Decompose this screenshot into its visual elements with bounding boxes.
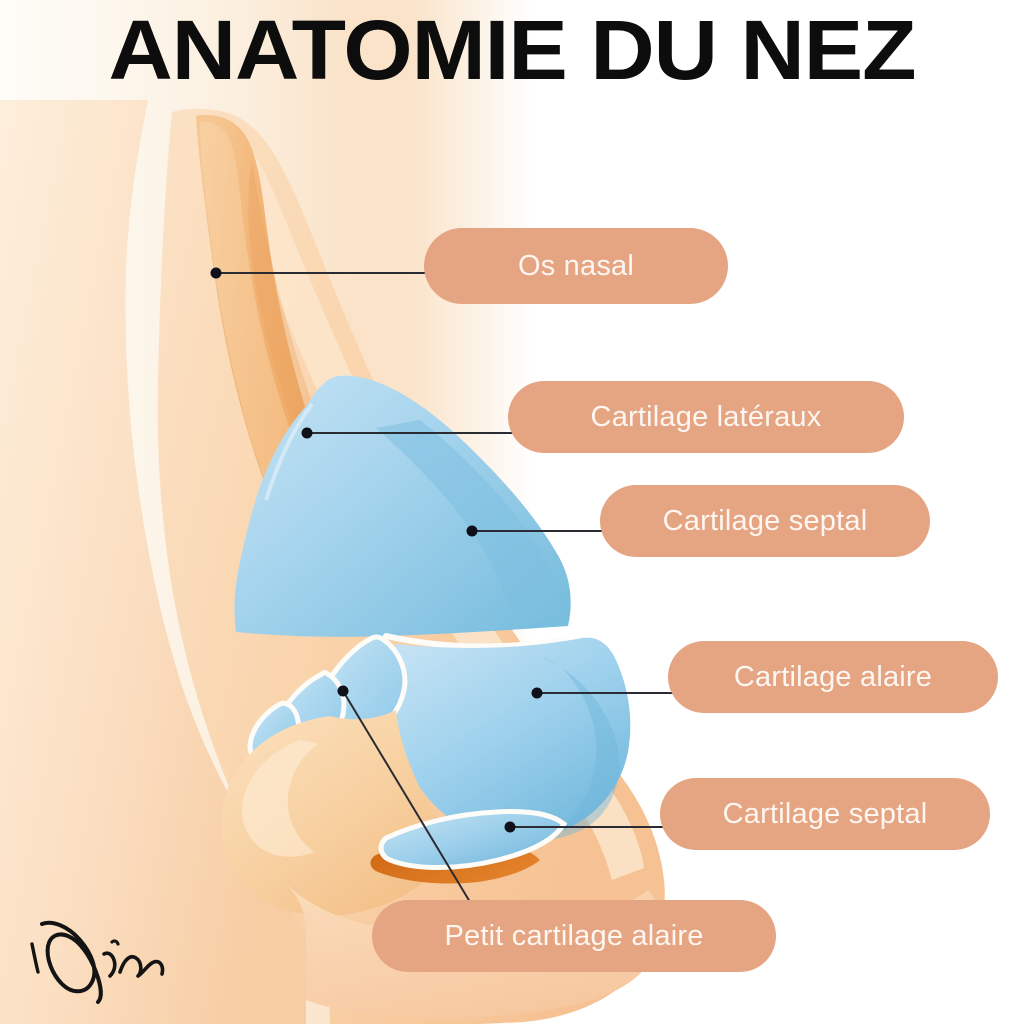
nose-tip-highlight xyxy=(242,740,318,857)
lateral-cartilage-shading xyxy=(376,420,562,626)
alar-cartilage xyxy=(386,637,631,840)
leader-cartilage-septal-upper xyxy=(466,525,620,537)
page-title: ANATOMIE DU NEZ xyxy=(108,3,917,97)
lateral-and-septal-cartilage xyxy=(234,375,571,637)
label-text-petit-cartilage-alaire: Petit cartilage alaire xyxy=(444,919,704,952)
leader-cartilage-septal-lower xyxy=(504,821,680,833)
leader-cartilage-alaire xyxy=(531,687,690,699)
label-text-cartilage-alaire: Cartilage alaire xyxy=(733,660,933,693)
label-text-os-nasal: Os nasal xyxy=(517,249,635,282)
cartilage-separation-line xyxy=(383,633,565,650)
label-pill-petit-cartilage-alaire[interactable]: Petit cartilage alaire xyxy=(372,900,776,972)
leader-cartilage-lateraux xyxy=(301,427,530,439)
leader-os-nasal xyxy=(210,267,440,279)
lateral-cartilage-group xyxy=(234,375,571,637)
label-pill-cartilage-septal-upper[interactable]: Cartilage septal xyxy=(600,485,930,557)
septal-cartilage-foot xyxy=(378,809,568,870)
leader-lines-group xyxy=(210,267,690,903)
label-text-cartilage-lateraux: Cartilage latéraux xyxy=(590,400,822,433)
nasal-bone-sheen xyxy=(200,121,338,578)
label-pill-cartilage-lateraux[interactable]: Cartilage latéraux xyxy=(508,381,904,453)
signature-mark xyxy=(30,920,165,1004)
label-pill-cartilage-septal-lower[interactable]: Cartilage septal xyxy=(660,778,990,850)
label-text-cartilage-septal-upper: Cartilage septal xyxy=(662,504,868,537)
lateral-cartilage-rim xyxy=(264,402,314,501)
alar-cartilage-shading xyxy=(540,656,620,840)
leader-petit-cartilage-alaire xyxy=(337,685,471,903)
label-pill-os-nasal[interactable]: Os nasal xyxy=(424,228,728,304)
label-text-cartilage-septal-lower: Cartilage septal xyxy=(722,797,928,830)
face-skin-fill xyxy=(0,100,306,1024)
label-pill-cartilage-alaire[interactable]: Cartilage alaire xyxy=(668,641,998,713)
